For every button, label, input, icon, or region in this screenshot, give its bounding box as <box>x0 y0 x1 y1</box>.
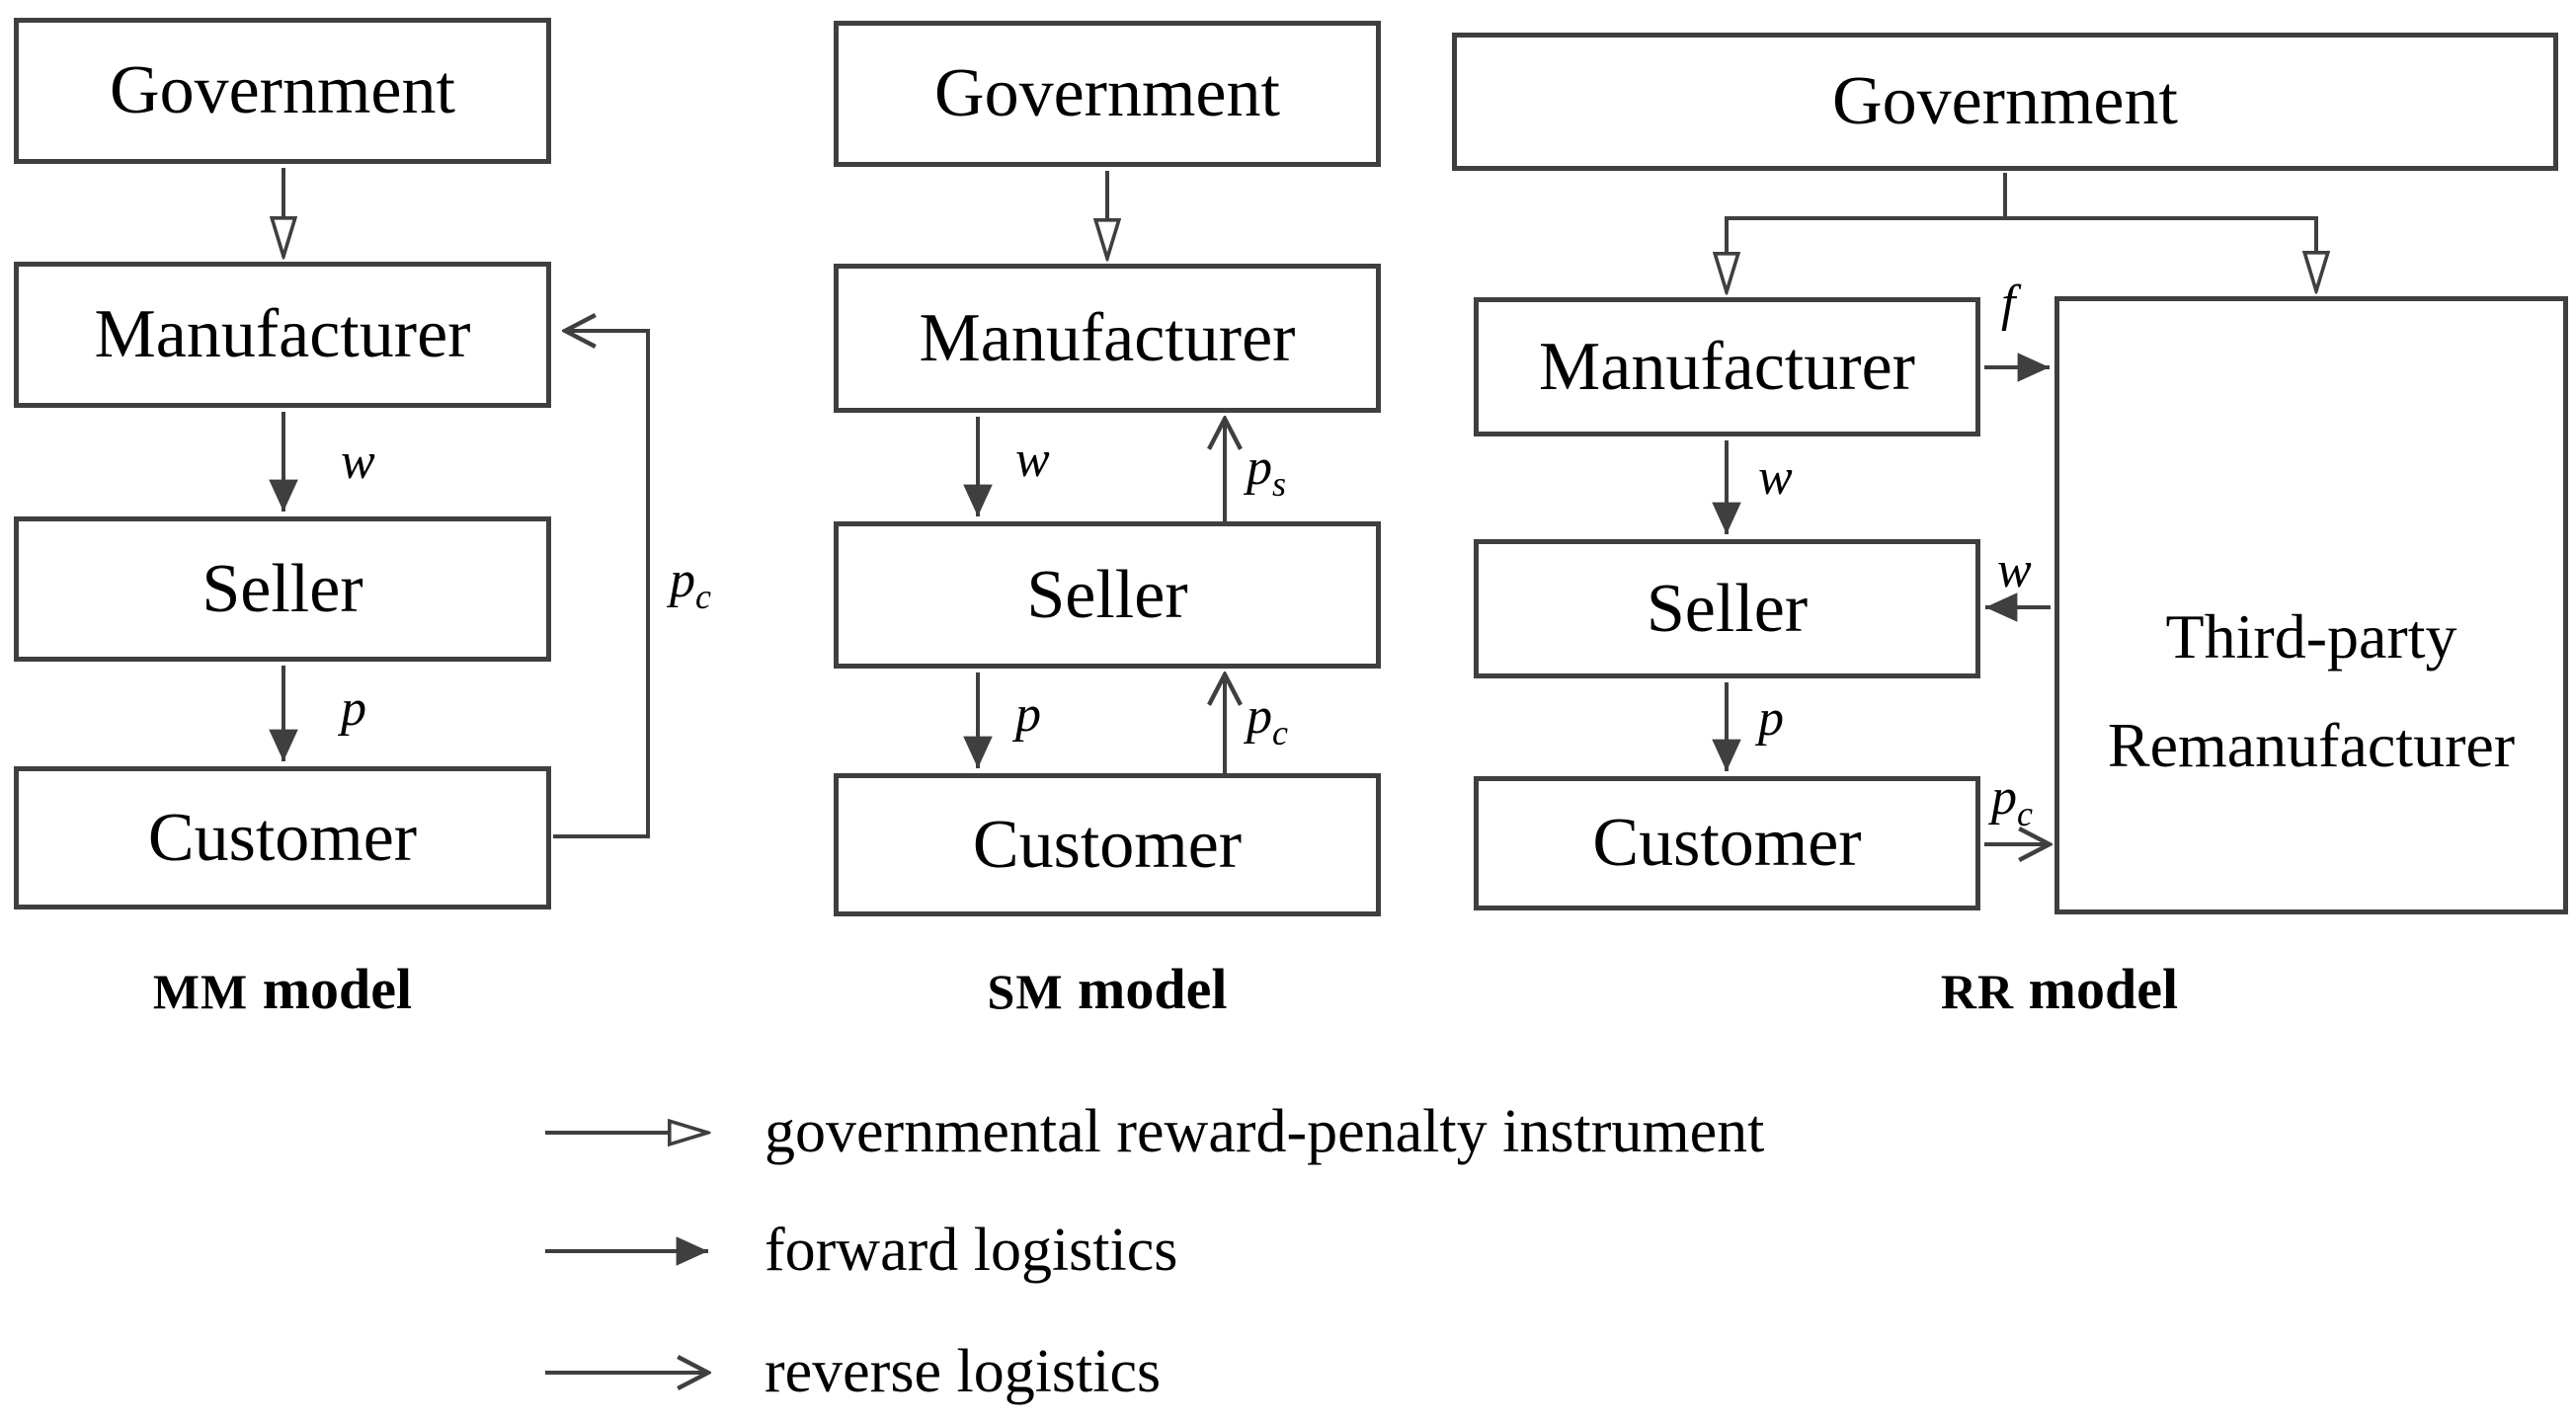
mm-model-caption: MM model <box>14 956 551 1022</box>
sm-seller-return-price-label: ps <box>1247 439 1286 503</box>
mm-collection-price-base: p <box>670 552 695 608</box>
sm-seller-box: Seller <box>834 521 1381 669</box>
rr-third-party-line1: Third-party <box>2165 601 2457 672</box>
sm-collection-price-label: pc <box>1247 688 1288 751</box>
rr-remanufactured-wholesale-label: w <box>1997 542 2032 598</box>
mm-collection-price-sub: c <box>695 577 711 616</box>
sm-collection-price-base: p <box>1247 688 1272 745</box>
mm-wholesale-price-label: w <box>341 434 375 490</box>
rr-wholesale-price-label: w <box>1758 449 1793 506</box>
legend-governmental-label: governmental reward-penalty instrument <box>765 1098 1765 1165</box>
rr-caption-acronym: RR <box>1940 964 2015 1019</box>
mm-customer-box: Customer <box>14 766 551 909</box>
sm-retail-price-label: p <box>1015 686 1041 743</box>
mm-collection-price-label: pc <box>670 552 711 615</box>
rr-third-party-line2: Remanufacturer <box>2107 710 2516 780</box>
sm-model-caption: SM model <box>834 956 1381 1022</box>
legend-forward-label: forward logistics <box>765 1217 1178 1284</box>
rr-collection-price-base: p <box>1991 769 2017 826</box>
mm-seller-box: Seller <box>14 516 551 662</box>
rr-manufacturer-box: Manufacturer <box>1474 297 1980 436</box>
rr-transfer-fee-label: f <box>2001 276 2016 332</box>
rr-seller-box: Seller <box>1474 539 1980 678</box>
rr-collection-price-label: pc <box>1991 769 2033 832</box>
legend-reverse-label: reverse logistics <box>765 1338 1162 1405</box>
mm-government-box: Government <box>14 18 551 164</box>
mm-caption-acronym: MM <box>152 964 249 1019</box>
rr-model-caption: RR model <box>1763 956 2356 1022</box>
rr-customer-box: Customer <box>1474 776 1980 910</box>
mm-caption-rest: model <box>248 957 413 1021</box>
sm-collection-price-sub: c <box>1272 713 1288 752</box>
rr-caption-rest: model <box>2014 957 2179 1021</box>
mm-retail-price-label: p <box>341 680 366 737</box>
sm-caption-rest: model <box>1063 957 1228 1021</box>
rr-collection-price-sub: c <box>2017 794 2033 833</box>
rr-government-box: Government <box>1452 33 2558 171</box>
sm-caption-acronym: SM <box>987 964 1064 1019</box>
sm-wholesale-price-label: w <box>1015 432 1050 488</box>
sm-seller-return-price-sub: s <box>1272 464 1287 504</box>
sm-manufacturer-box: Manufacturer <box>834 264 1381 413</box>
sm-seller-return-price-base: p <box>1247 439 1272 496</box>
rr-retail-price-label: p <box>1758 690 1784 747</box>
rr-third-party-remanufacturer-box: Third-party Remanufacturer <box>2054 296 2568 914</box>
sm-customer-box: Customer <box>834 773 1381 916</box>
mm-manufacturer-box: Manufacturer <box>14 262 551 408</box>
sm-government-box: Government <box>834 21 1381 167</box>
mm-customer-to-manufacturer-return-arrow <box>553 331 650 838</box>
